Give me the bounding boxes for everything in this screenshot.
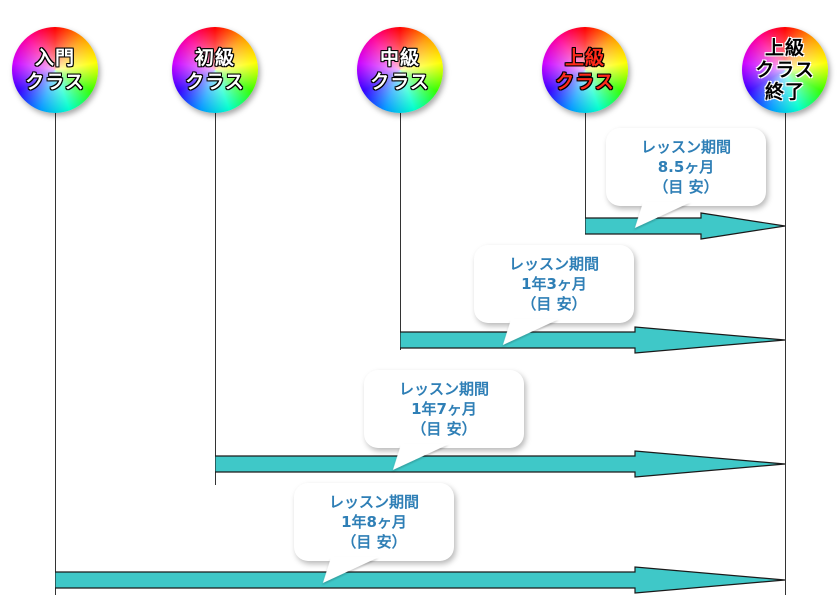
duration-arrow-shokyu bbox=[215, 450, 786, 478]
duration-arrow-jokyu bbox=[585, 212, 786, 240]
guide-line-nyumon bbox=[55, 109, 56, 595]
stage-label-line: 入門 bbox=[34, 47, 75, 69]
duration-arrow-nyumon bbox=[55, 566, 786, 594]
duration-callout-nyumon: レッスン期間 1年8ヶ月 （目 安） bbox=[294, 483, 454, 583]
stage-label-line: 初級 bbox=[194, 47, 235, 69]
duration-callout-shokyu: レッスン期間 1年7ヶ月 （目 安） bbox=[364, 370, 524, 470]
guide-line-jokyu-shuryo bbox=[785, 109, 786, 595]
guide-line-chukyu bbox=[400, 109, 401, 350]
callout-text-line: 1年3ヶ月 bbox=[521, 275, 587, 293]
arrow-shape bbox=[585, 212, 786, 240]
callout-text-line: レッスン期間 bbox=[508, 255, 599, 273]
callout-text-line: （目 安） bbox=[411, 420, 477, 438]
duration-arrow-chukyu bbox=[400, 326, 786, 354]
arrow-shape bbox=[400, 326, 786, 354]
arrow-shape bbox=[215, 450, 786, 478]
stage-chukyu: 中級クラス bbox=[357, 27, 443, 113]
callout-text-line: （目 安） bbox=[653, 178, 719, 196]
stage-label-line: クラス bbox=[555, 71, 615, 93]
callout-text-line: 8.5ヶ月 bbox=[657, 158, 715, 176]
guide-line-shokyu bbox=[215, 109, 216, 485]
stage-label-line: 中級 bbox=[379, 47, 420, 69]
callout-text-line: 1年8ヶ月 bbox=[341, 513, 407, 531]
stage-label-line: 上級 bbox=[764, 37, 805, 59]
stage-jokyu: 上級クラス bbox=[542, 27, 628, 113]
guide-line-jokyu bbox=[585, 109, 586, 232]
duration-callout-chukyu: レッスン期間 1年3ヶ月 （目 安） bbox=[474, 245, 634, 345]
callout-text-line: 1年7ヶ月 bbox=[411, 400, 477, 418]
callout-text-line: レッスン期間 bbox=[640, 138, 731, 156]
stage-shokyu: 初級クラス bbox=[172, 27, 258, 113]
stage-nyumon: 入門クラス bbox=[12, 27, 98, 113]
stage-label-line: クラス bbox=[755, 59, 815, 81]
callout-text-line: レッスン期間 bbox=[328, 493, 419, 511]
stage-label-line: 上級 bbox=[564, 47, 605, 69]
callout-text-line: （目 安） bbox=[341, 533, 407, 551]
callout-text-line: レッスン期間 bbox=[398, 380, 489, 398]
stage-jokyu-shuryo: 上級クラス終了 bbox=[742, 27, 828, 113]
stage-label-line: クラス bbox=[185, 71, 245, 93]
callout-text-line: （目 安） bbox=[521, 295, 587, 313]
duration-callout-jokyu: レッスン期間 8.5ヶ月 （目 安） bbox=[606, 128, 766, 228]
stage-label-line: クラス bbox=[370, 71, 430, 93]
stage-label-line: クラス bbox=[25, 71, 85, 93]
stage-label-line: 終了 bbox=[764, 81, 805, 103]
arrow-shape bbox=[55, 566, 786, 594]
